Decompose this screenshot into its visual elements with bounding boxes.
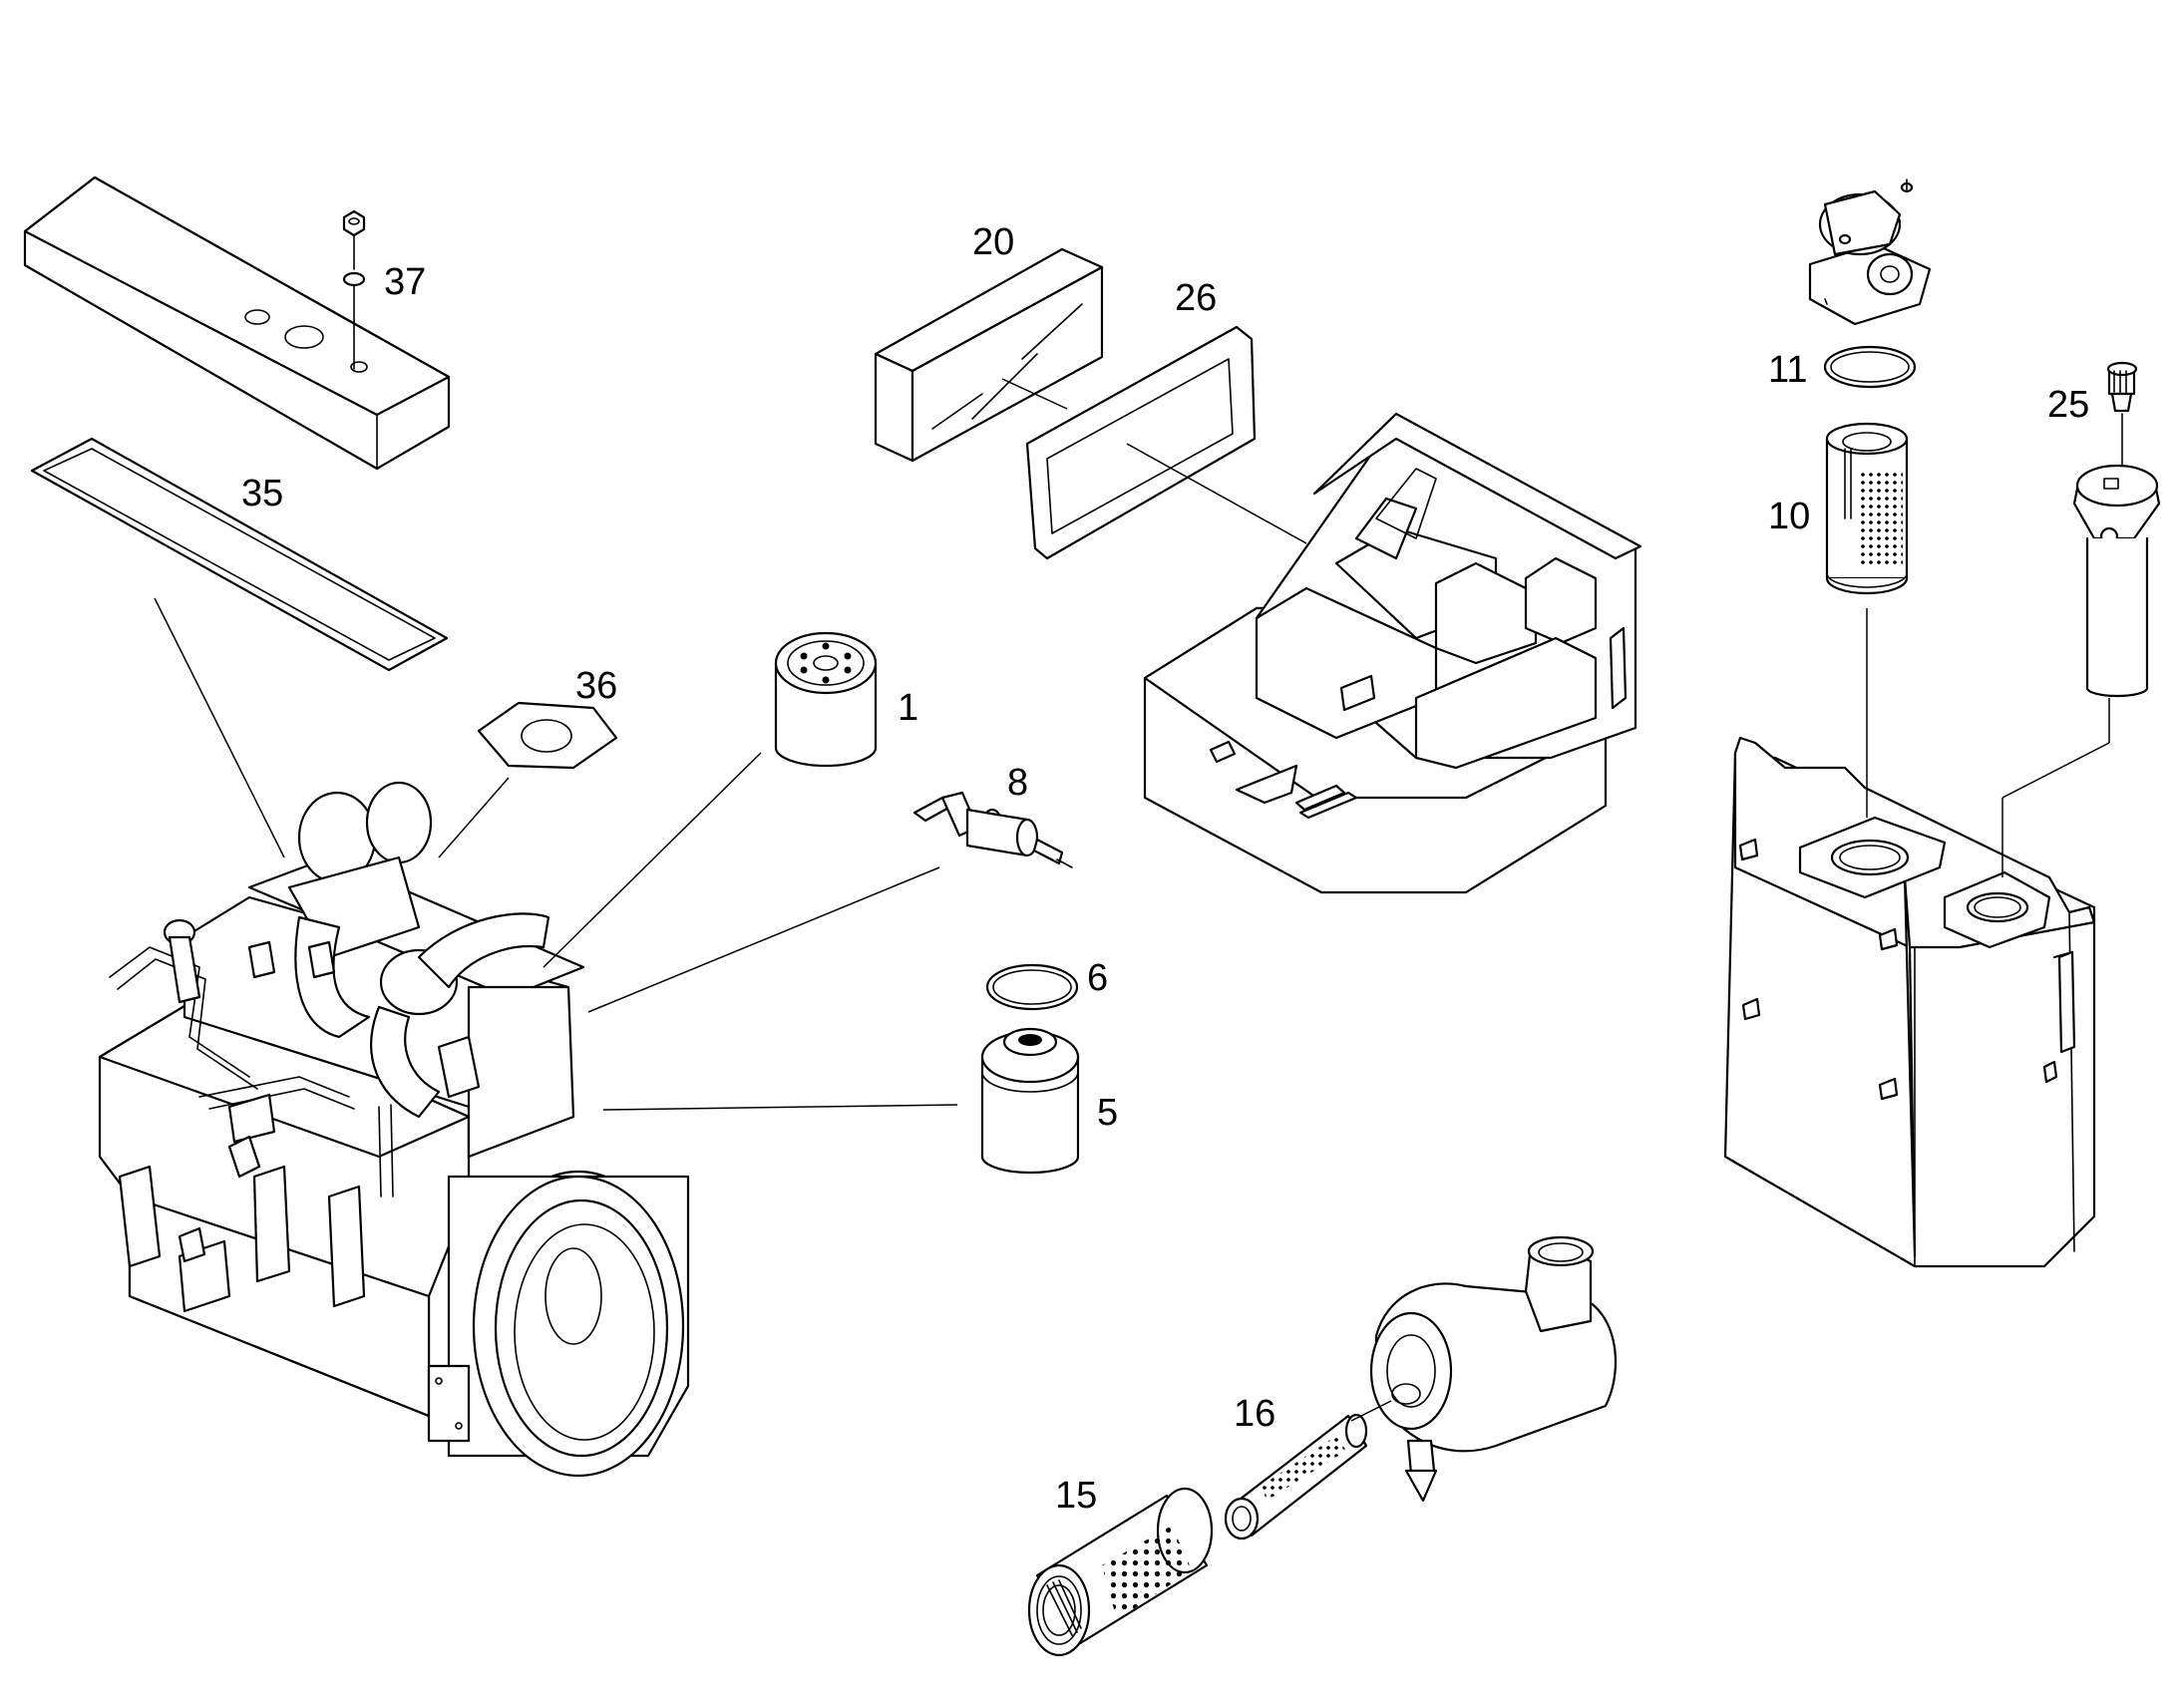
callout-35: 35 (241, 473, 283, 514)
hydraulic-tank (1723, 736, 2096, 1268)
callout-5: 5 (1097, 1092, 1118, 1134)
o-ring-6 (985, 963, 1079, 1011)
callout-10: 10 (1768, 496, 1810, 537)
callout-37: 37 (384, 261, 426, 303)
safety-element-16 (1224, 1413, 1368, 1540)
oil-filter-1 (774, 631, 878, 768)
gasket-36 (477, 701, 618, 770)
callout-36: 36 (575, 665, 617, 707)
cap-25 (2106, 361, 2138, 470)
leader-lines (154, 378, 2110, 1422)
o-ring-11 (1823, 345, 1917, 389)
gasket-35 (30, 437, 449, 672)
filter-element-10 (1825, 422, 1909, 595)
panel-filter-20 (874, 247, 1104, 463)
filter-head (1808, 178, 1932, 326)
filler-neck (2072, 464, 2161, 698)
callout-25: 25 (2047, 384, 2089, 426)
air-box (1143, 412, 1642, 894)
valve-cover (23, 175, 451, 471)
callout-6: 6 (1087, 957, 1108, 999)
callout-8: 8 (1007, 762, 1028, 804)
primary-element-15 (1027, 1487, 1214, 1657)
callout-15: 15 (1055, 1475, 1097, 1517)
air-cleaner-housing (1369, 1235, 1618, 1503)
bolt-37 (342, 209, 366, 370)
engine (98, 781, 690, 1478)
callout-16: 16 (1234, 1393, 1275, 1435)
fuel-filter-8 (912, 791, 1073, 868)
filter-frame-26 (1025, 325, 1257, 560)
callout-20: 20 (972, 221, 1014, 263)
callout-11: 11 (1768, 349, 1807, 391)
filter-5 (980, 1027, 1080, 1175)
callout-1: 1 (898, 687, 918, 729)
callout-26: 26 (1175, 277, 1217, 319)
callout-labels: 37 35 36 1 8 6 5 20 26 11 10 25 16 15 (241, 221, 2089, 1517)
